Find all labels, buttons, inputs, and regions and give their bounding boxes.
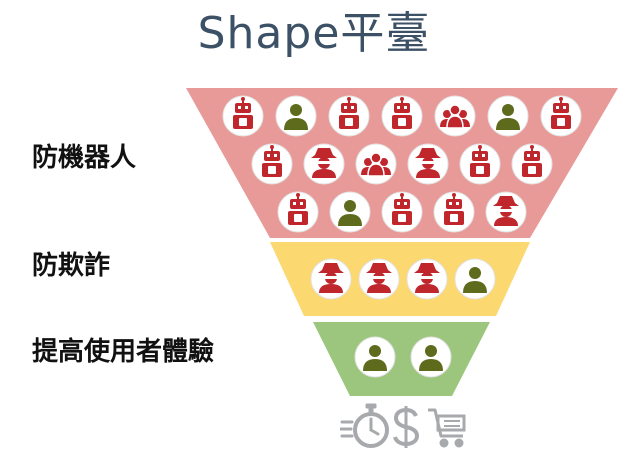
robot-icon	[222, 95, 264, 137]
person-icon	[410, 336, 452, 378]
footer-icons	[340, 403, 466, 448]
person-icon	[275, 95, 317, 137]
hacker-icon	[485, 191, 527, 233]
tier-label-user-experience: 提高使用者體驗	[32, 337, 215, 367]
group-icon	[434, 95, 476, 137]
hacker-icon	[303, 143, 345, 185]
hacker-icon	[407, 143, 449, 185]
cart-icon	[428, 408, 466, 448]
robot-icon	[277, 191, 319, 233]
robot-icon	[381, 95, 423, 137]
hacker-icon	[310, 258, 352, 300]
funnel-diagram	[186, 88, 618, 396]
robot-icon	[381, 191, 423, 233]
hacker-icon	[406, 258, 448, 300]
tier-label-anti-bot: 防機器人	[32, 143, 137, 173]
tier-user-experience	[313, 322, 490, 396]
person-icon	[487, 95, 529, 137]
person-icon	[454, 258, 496, 300]
robot-icon	[459, 143, 501, 185]
person-icon	[329, 191, 371, 233]
robot-icon	[251, 143, 293, 185]
robot-icon	[433, 191, 475, 233]
stopwatch-icon	[340, 403, 389, 448]
dollar-icon	[393, 406, 420, 448]
group-icon	[355, 143, 397, 185]
robot-icon	[511, 143, 553, 185]
robot-icon	[328, 95, 370, 137]
tier-label-anti-fraud: 防欺詐	[32, 251, 111, 281]
hacker-icon	[358, 258, 400, 300]
person-icon	[354, 336, 396, 378]
page-title: Shape平臺	[197, 8, 431, 59]
robot-icon	[540, 95, 582, 137]
